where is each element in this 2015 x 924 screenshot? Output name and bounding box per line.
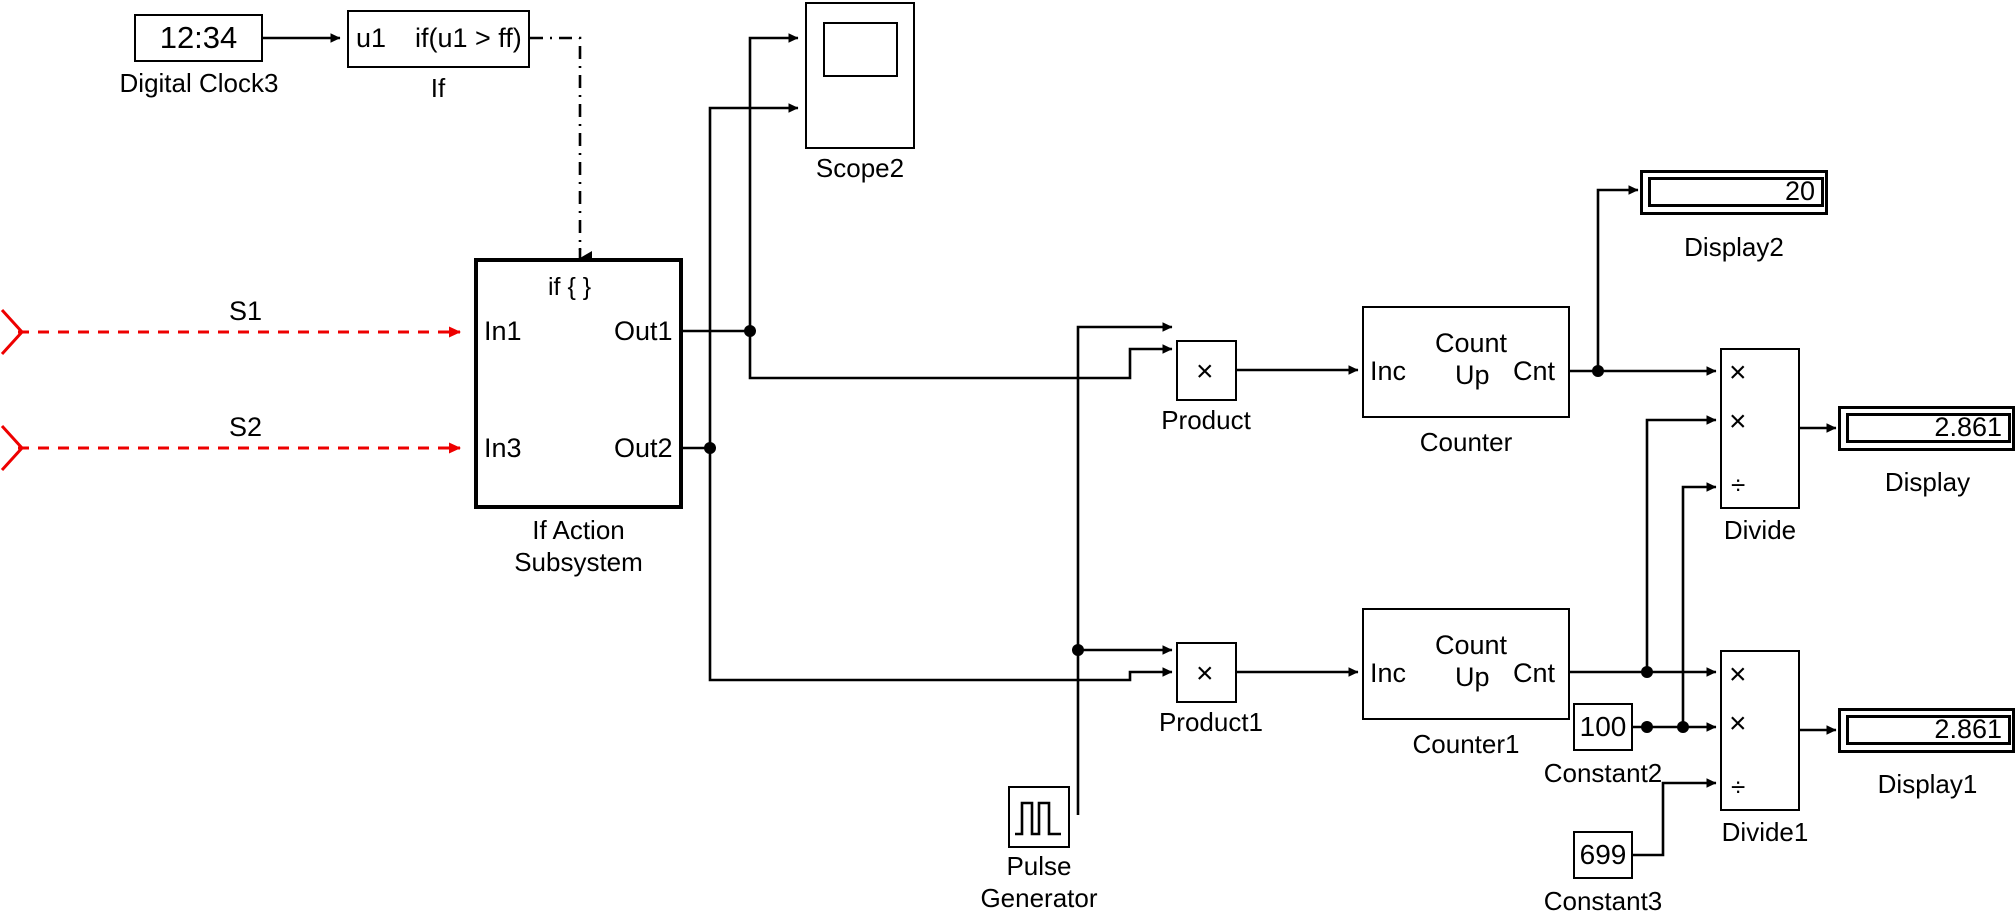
counter1-title-line2: Up	[1455, 662, 1490, 692]
constant3-value: 699	[1579, 839, 1627, 870]
divide-op-3: ÷	[1731, 470, 1746, 500]
if-action-subsystem-enable-label: if { }	[548, 273, 592, 301]
wire-counter1-to-divide-x2	[1645, 415, 1717, 672]
counter-caption: Counter	[1419, 427, 1513, 457]
junction-const2	[1641, 721, 1653, 733]
junction-out1	[744, 325, 756, 337]
pulse-generator-caption-line2: Generator	[980, 883, 1098, 913]
product1-block[interactable]	[1176, 642, 1237, 703]
digital-clock3-block[interactable]: 12:34	[134, 14, 263, 62]
counter-title-line1: Count	[1435, 328, 1508, 358]
signal-origin-s2	[0, 424, 25, 472]
counter1-title-line1: Count	[1435, 630, 1508, 660]
display1-screen: 2.861	[1846, 715, 2011, 745]
divide1-op-1: ×	[1729, 658, 1747, 691]
product1-caption: Product1	[1158, 707, 1264, 737]
constant2-value: 100	[1579, 711, 1627, 742]
if-action-subsystem-caption-line2: Subsystem	[514, 547, 643, 577]
wire-counter-to-display2	[1596, 185, 1639, 371]
signal-label-s1: S1	[229, 296, 263, 326]
divide-block[interactable]	[1720, 348, 1800, 509]
if-action-subsystem-port-out2: Out2	[614, 433, 673, 463]
product-caption: Product	[1161, 405, 1251, 435]
wire-if-enable	[530, 36, 582, 250]
product1-symbol: ×	[1196, 657, 1214, 690]
signal-label-s2: S2	[229, 412, 263, 442]
scope2-caption: Scope2	[815, 153, 905, 183]
divide1-caption: Divide1	[1721, 817, 1809, 847]
counter-block[interactable]	[1362, 306, 1570, 418]
if-action-subsystem-port-in3: In3	[484, 433, 522, 463]
divide-op-1: ×	[1729, 356, 1747, 389]
display1-caption: Display1	[1877, 769, 1978, 799]
display-screen: 2.861	[1846, 413, 2011, 443]
wire-out1-to-product	[748, 331, 1173, 380]
digital-clock3-caption: Digital Clock3	[119, 68, 279, 98]
divide-caption: Divide	[1723, 515, 1797, 545]
if-action-subsystem-caption-line1: If Action	[532, 515, 625, 545]
divide-op-2: ×	[1729, 405, 1747, 438]
display-block[interactable]: 2.861	[1838, 406, 2015, 451]
wire-out2-to-scope2-in2	[708, 103, 799, 448]
constant3-block[interactable]: 699	[1573, 831, 1633, 879]
constant3-caption: Constant3	[1543, 886, 1663, 916]
divide1-block[interactable]	[1720, 650, 1800, 811]
junction-counter1-cnt	[1641, 666, 1653, 678]
junction-counter-cnt	[1592, 365, 1604, 377]
display2-block[interactable]: 20	[1640, 170, 1828, 215]
wire-const3-to-divide1-div	[1605, 778, 1717, 857]
display1-value: 2.861	[1934, 714, 2002, 744]
wire-const2-to-divide-div	[1681, 482, 1717, 727]
constant2-block[interactable]: 100	[1573, 703, 1633, 751]
counter1-caption: Counter1	[1412, 729, 1520, 759]
junction-out2	[704, 442, 716, 454]
display1-block[interactable]: 2.861	[1838, 708, 2015, 753]
if-block[interactable]	[347, 10, 530, 68]
signal-origin-s1	[0, 308, 25, 356]
if-block-condition: if(u1 > ff)	[415, 23, 522, 53]
counter1-port-cnt: Cnt	[1513, 658, 1556, 688]
wire-out1-to-scope2-in1	[748, 33, 799, 331]
display2-value: 20	[1784, 176, 1815, 206]
digital-clock3-value: 12:34	[159, 20, 238, 55]
scope2-screen-icon	[823, 22, 898, 77]
junction-pulse	[1072, 644, 1084, 656]
if-block-input-port-label: u1	[356, 23, 387, 53]
product-symbol: ×	[1196, 355, 1214, 388]
pulse-wave-icon	[1015, 801, 1061, 836]
wire-junctions	[704, 325, 1689, 733]
counter1-block[interactable]	[1362, 608, 1570, 720]
constant2-caption: Constant2	[1543, 758, 1663, 788]
divide1-op-2: ×	[1729, 707, 1747, 740]
display2-screen: 20	[1648, 177, 1824, 207]
if-action-subsystem-block[interactable]	[474, 258, 683, 509]
wire-pulse-to-product	[1076, 322, 1173, 650]
display2-caption: Display2	[1684, 232, 1784, 262]
display-caption: Display	[1884, 467, 1971, 497]
counter-port-cnt: Cnt	[1513, 356, 1556, 386]
if-block-caption: If	[430, 73, 446, 103]
junction-const2-up	[1677, 721, 1689, 733]
pulse-generator-caption-line1: Pulse	[1006, 851, 1072, 881]
counter-port-inc: Inc	[1370, 356, 1407, 386]
display-value: 2.861	[1934, 412, 2002, 442]
if-action-subsystem-port-out1: Out1	[614, 316, 673, 346]
if-action-subsystem-port-in1: In1	[484, 316, 522, 346]
divide1-op-3: ÷	[1731, 772, 1746, 802]
counter1-port-inc: Inc	[1370, 658, 1407, 688]
wire-out2-to-product1	[708, 448, 1173, 682]
counter-title-line2: Up	[1455, 360, 1490, 390]
product-block[interactable]	[1176, 340, 1237, 401]
